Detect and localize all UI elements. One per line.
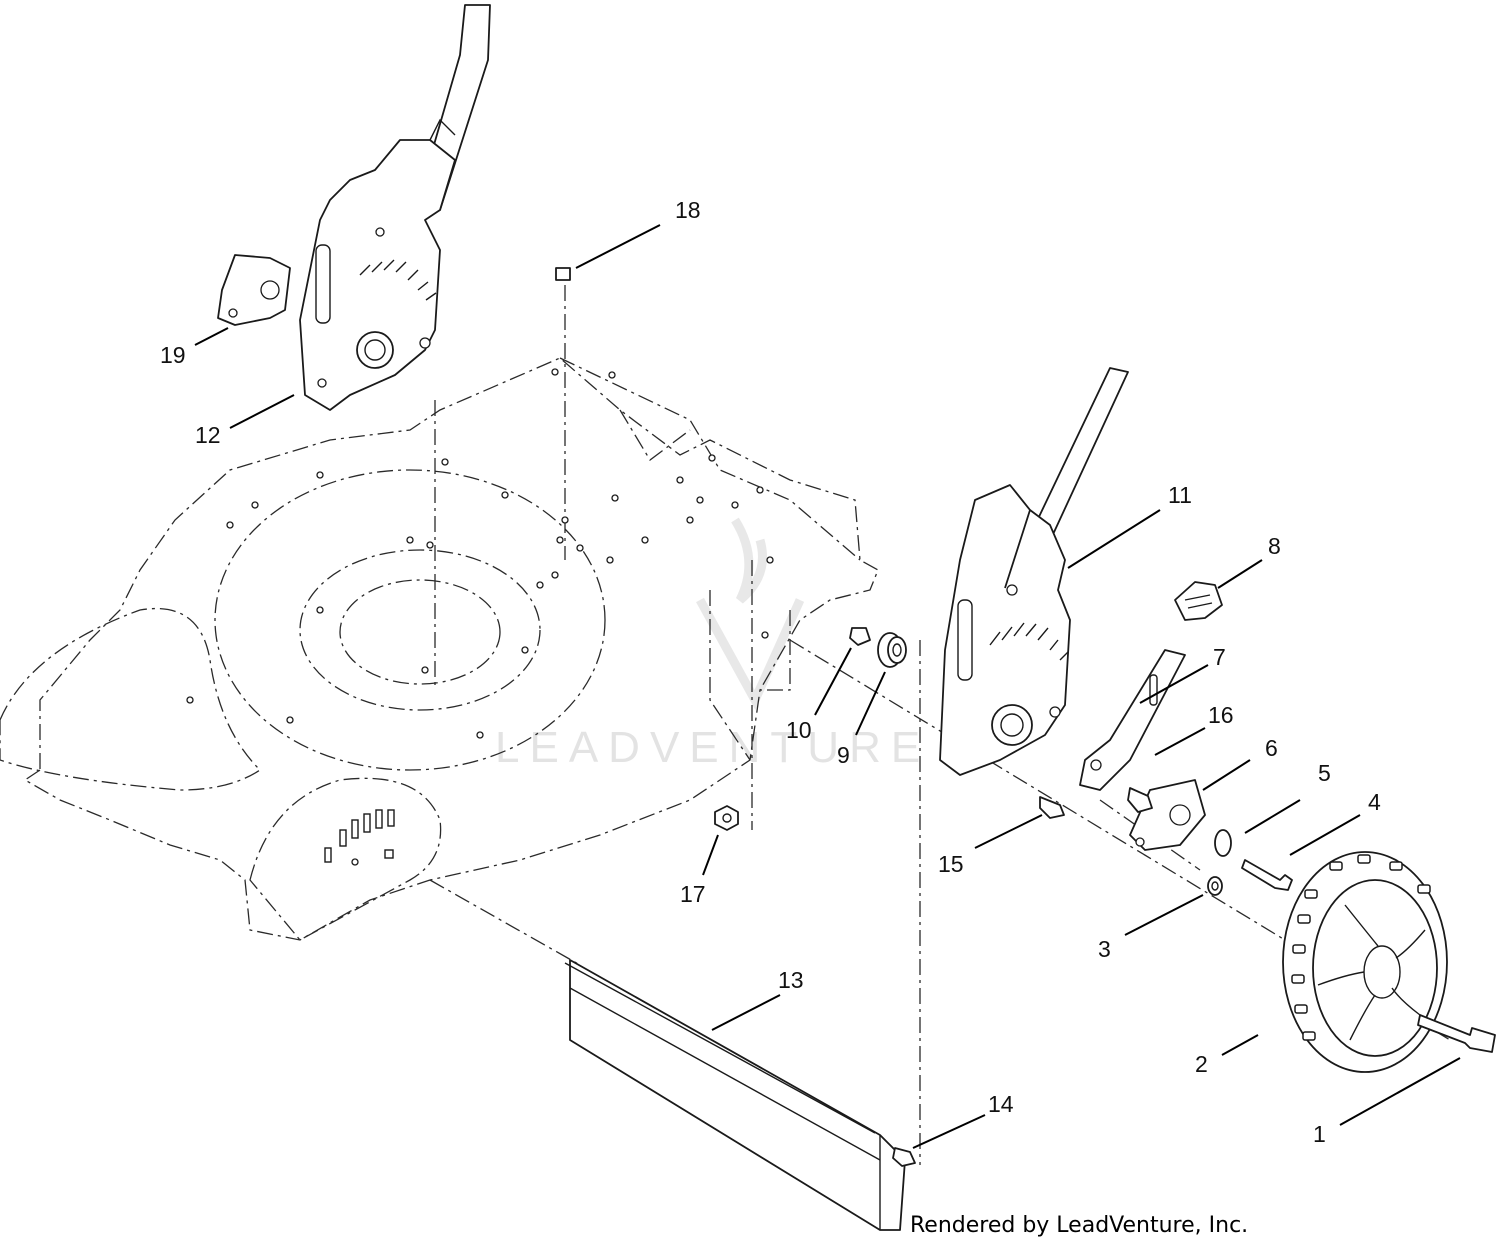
bushing-9 [877, 632, 907, 668]
mower-deck [0, 285, 1451, 1165]
leader-10 [814, 647, 852, 716]
callout-12: 12 [195, 422, 221, 448]
wheel-2 [1282, 851, 1448, 1073]
leader-3 [1124, 894, 1204, 936]
callout-7: 7 [1213, 644, 1226, 670]
nut-10 [849, 627, 871, 646]
deck-holes [186, 368, 774, 866]
callout-17: 17 [680, 881, 706, 907]
leader-4 [1289, 814, 1361, 856]
link-strap-7 [1079, 649, 1186, 791]
knob-8 [1174, 581, 1223, 621]
height-adjuster-left [299, 4, 491, 411]
callout-2: 2 [1195, 1051, 1208, 1077]
leader-9 [855, 671, 886, 736]
height-adjuster-right [939, 367, 1129, 776]
bolt-4 [1241, 859, 1293, 891]
leader-16 [1154, 727, 1206, 756]
callout-4: 4 [1368, 789, 1381, 815]
callout-16: 16 [1208, 702, 1234, 728]
leader-1 [1339, 1057, 1461, 1126]
watermark-flame-icon [731, 517, 767, 604]
callout-19: 19 [160, 342, 186, 368]
bracket-19 [217, 254, 291, 326]
callout-9: 9 [837, 742, 850, 768]
leader-14 [912, 1114, 986, 1149]
callout-3: 3 [1098, 936, 1111, 962]
nut-17 [714, 805, 739, 831]
leader-19 [194, 327, 229, 346]
screw-15 [1039, 796, 1065, 819]
callout-18: 18 [675, 197, 701, 223]
leader-lines [194, 224, 1461, 1149]
wheel-tread [1291, 854, 1431, 1041]
screw-14 [892, 1147, 916, 1167]
leader-15 [974, 814, 1043, 849]
screw-16 [1127, 787, 1153, 813]
pivot-plate-6 [1129, 779, 1206, 851]
deck-vents [324, 809, 395, 863]
callout-1: 1 [1313, 1121, 1326, 1147]
washer-5 [1214, 829, 1232, 857]
leader-12 [229, 394, 295, 429]
leader-2 [1221, 1034, 1259, 1056]
rear-flap-13 [564, 959, 906, 1231]
axle-bolt-1 [1417, 1014, 1496, 1053]
callout-labels: 18 19 12 11 8 7 16 6 5 4 3 2 1 10 9 15 1… [160, 197, 1381, 1147]
watermark-logo-icon [696, 597, 805, 711]
watermark: LEADVENTURE [495, 517, 930, 772]
callout-14: 14 [988, 1091, 1014, 1117]
callout-10: 10 [786, 717, 812, 743]
leader-8 [1217, 559, 1263, 589]
leader-17 [702, 834, 719, 876]
leader-5 [1244, 799, 1301, 834]
watermark-text: LEADVENTURE [495, 723, 930, 772]
callout-11: 11 [1168, 482, 1192, 508]
callout-6: 6 [1265, 735, 1278, 761]
bolt-18 [555, 267, 571, 281]
leader-7 [1139, 664, 1209, 704]
callout-13: 13 [778, 967, 804, 993]
leader-13 [711, 994, 781, 1031]
callout-8: 8 [1268, 533, 1281, 559]
washer-3 [1207, 876, 1223, 896]
callout-15: 15 [938, 851, 964, 877]
credit-text: Rendered by LeadVenture, Inc. [910, 1213, 1248, 1238]
leader-6 [1202, 759, 1251, 791]
leader-18 [575, 224, 661, 269]
callout-5: 5 [1318, 760, 1331, 786]
leader-11 [1067, 509, 1161, 569]
